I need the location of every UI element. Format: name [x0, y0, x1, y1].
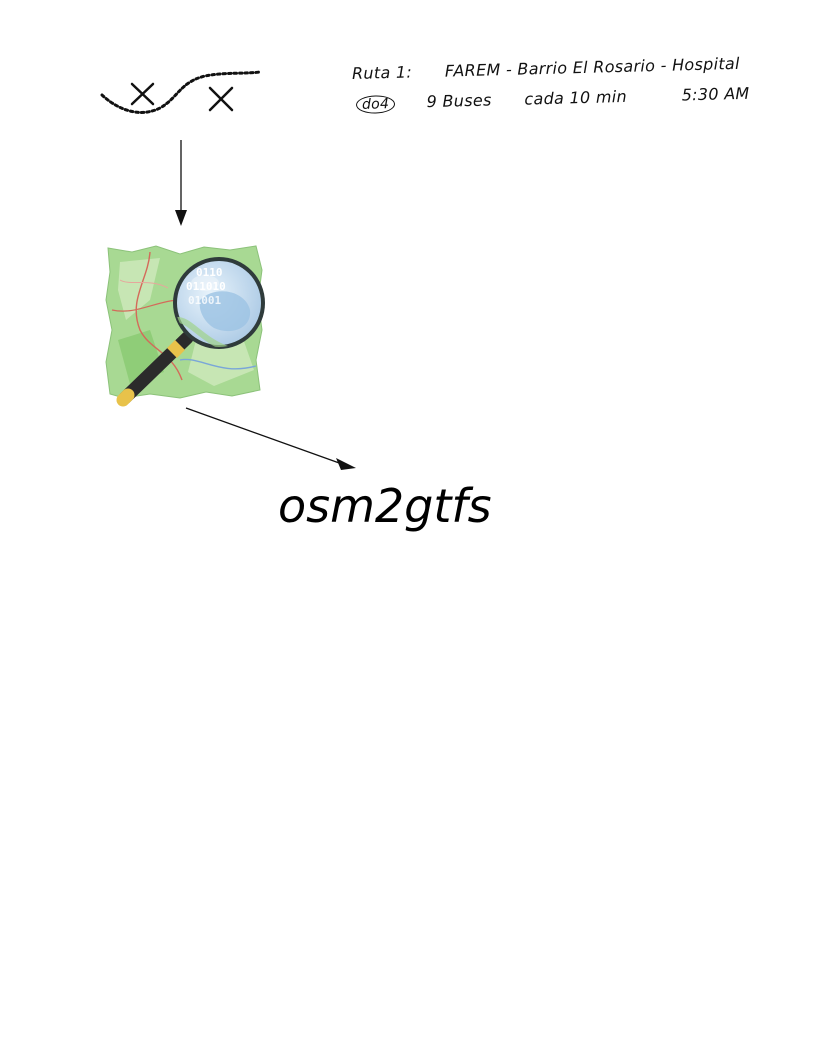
start-time: 5:30 AM: [681, 83, 750, 105]
svg-text:01001: 01001: [188, 294, 221, 307]
osm2gtfs-label: osm2gtfs: [278, 479, 492, 533]
svg-text:011010: 011010: [186, 280, 226, 293]
openstreetmap-logo-icon: 0110 011010 01001: [105, 245, 265, 407]
bus-count: 9 Buses: [426, 90, 492, 112]
frequency: cada 10 min: [524, 86, 628, 109]
hand-drawn-route-with-stops-icon: [100, 70, 262, 114]
stop-marker-1: [130, 82, 155, 106]
route-line: [100, 70, 262, 114]
route-badge: do4: [355, 94, 396, 114]
stop-marker-2: [208, 86, 234, 112]
svg-text:0110: 0110: [196, 266, 223, 279]
arrow-osm-to-osm2gtfs: [185, 407, 356, 470]
arrow-sketch-to-osm: [175, 140, 187, 226]
route-title: Ruta 1:: [351, 62, 413, 83]
